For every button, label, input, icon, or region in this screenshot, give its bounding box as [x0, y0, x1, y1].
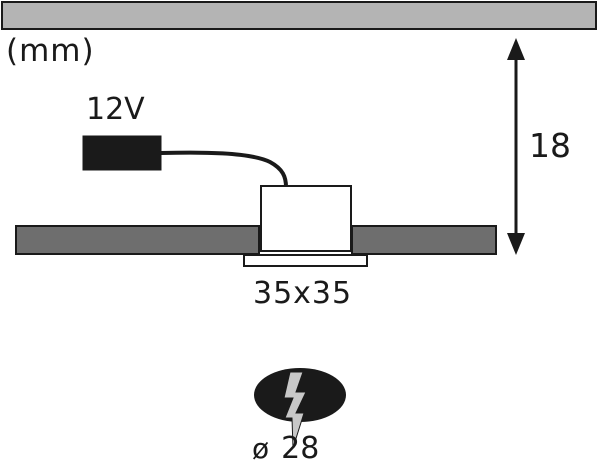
drill-hole-icon [254, 368, 346, 449]
diameter-symbol: ø [252, 432, 270, 465]
panel-left [15, 225, 260, 255]
size-dimension-label: 35x35 [253, 276, 353, 311]
luminaire-housing [260, 185, 352, 252]
diameter-value: 28 [281, 431, 320, 466]
panel-right [351, 225, 497, 255]
height-dimension-arrow [507, 38, 525, 255]
diameter-label: ø 28 [252, 434, 319, 464]
voltage-label: 12V [86, 92, 145, 127]
driver-box [82, 135, 162, 171]
cable [159, 150, 288, 189]
unit-label: (mm) [6, 33, 95, 69]
height-dimension-label: 18 [529, 126, 571, 165]
ceiling-bar [1, 1, 597, 30]
luminaire-flange [243, 254, 368, 267]
